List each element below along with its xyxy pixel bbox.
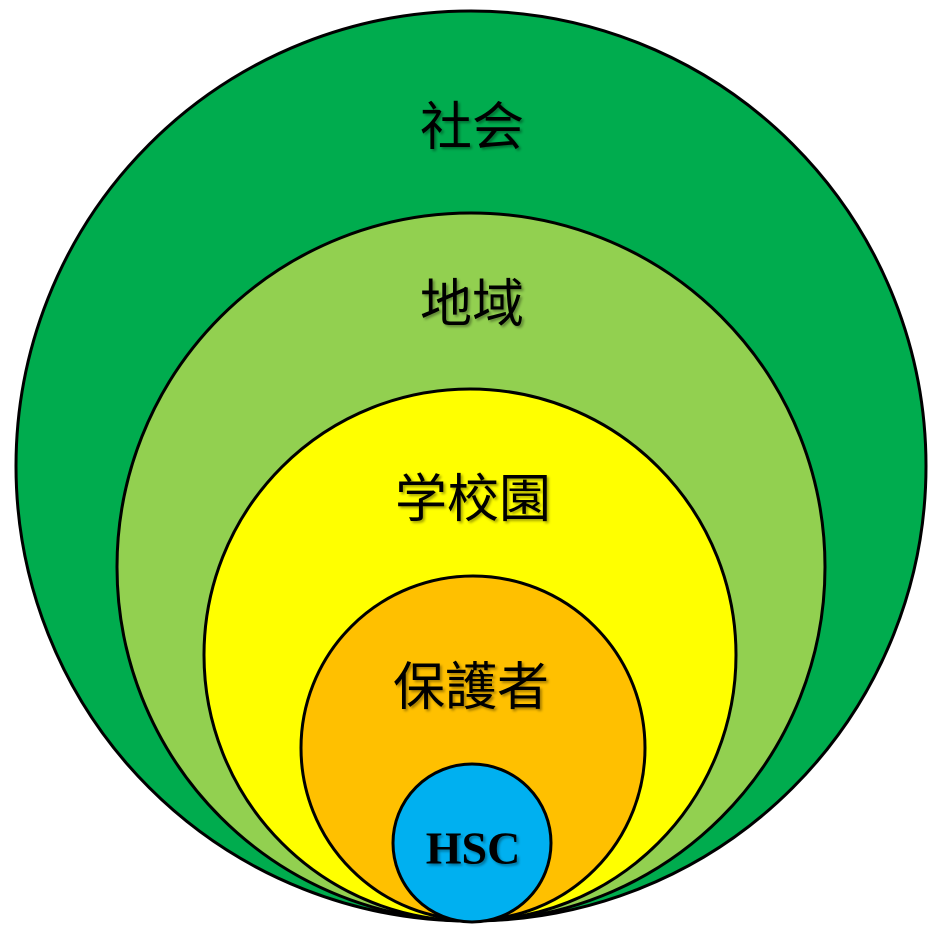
label-school: 学校園 bbox=[395, 470, 551, 530]
label-core: HSC bbox=[426, 823, 521, 874]
ring-core bbox=[391, 762, 553, 924]
label-guardian: 保護者 bbox=[393, 658, 549, 718]
label-community: 地域 bbox=[420, 275, 524, 335]
label-society: 社会 bbox=[420, 98, 524, 158]
